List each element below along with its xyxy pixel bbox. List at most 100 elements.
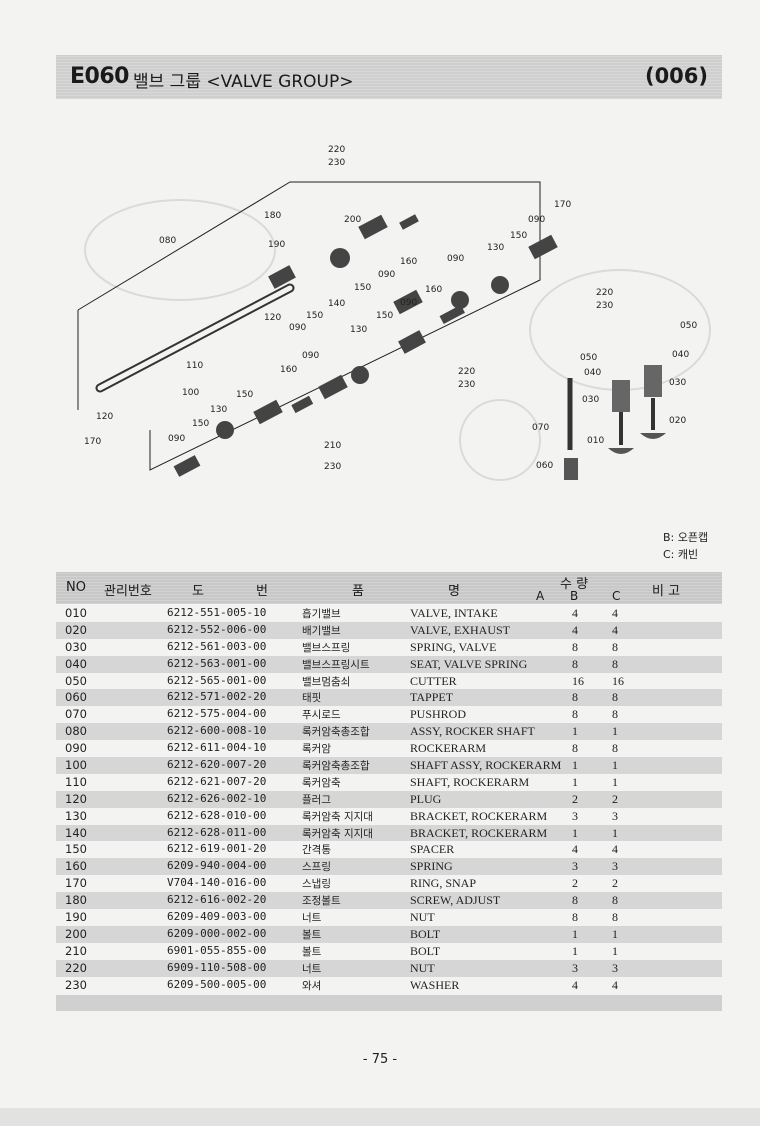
row-english-name: PUSHROD <box>410 707 467 722</box>
section-code: E060 <box>70 64 129 89</box>
svg-text:090: 090 <box>289 323 306 333</box>
upper-rocker-row <box>268 214 558 325</box>
row-part-number: 6212-565-001-00 <box>167 673 267 687</box>
row-korean-name: 간격통 <box>302 844 331 857</box>
row-qty-b: 1 <box>572 774 578 789</box>
svg-text:230: 230 <box>596 301 613 311</box>
row-english-name: VALVE, INTAKE <box>410 606 498 620</box>
row-english-name: BOLT <box>410 943 441 958</box>
row-qty-b: 1 <box>572 825 578 840</box>
row-part-number: 6212-628-010-00 <box>167 808 267 822</box>
svg-text:060: 060 <box>536 461 553 471</box>
row-qty-b: 8 <box>572 741 578 756</box>
row-qty-b: 8 <box>572 910 578 925</box>
row-qty-c: 1 <box>612 758 618 773</box>
row-qty-b: 4 <box>572 842 578 857</box>
row-qty-b: 4 <box>572 977 578 992</box>
row-part-number: 6209-409-003-00 <box>167 910 267 924</box>
row-qty-c: 8 <box>612 910 618 925</box>
row-part-number: 6212-628-011-00 <box>167 825 267 839</box>
row-english-name: NUT <box>410 910 435 925</box>
row-qty-b: 8 <box>572 656 578 671</box>
row-qty-c: 16 <box>612 673 624 688</box>
row-no: 200 <box>65 926 87 941</box>
svg-text:160: 160 <box>280 365 297 375</box>
row-qty-c: 4 <box>612 842 618 857</box>
row-part-number: 6212-620-007-20 <box>167 758 267 772</box>
rocker-shaft <box>95 283 295 393</box>
svg-text:160: 160 <box>400 257 417 267</box>
svg-text:090: 090 <box>447 254 464 264</box>
row-korean-name: 록커암축 지지대 <box>302 827 373 840</box>
row-qty-b: 2 <box>572 876 578 891</box>
svg-text:140: 140 <box>328 299 345 309</box>
svg-text:230: 230 <box>324 462 341 472</box>
col-qty-a: A <box>536 589 545 603</box>
svg-text:220: 220 <box>458 367 475 377</box>
svg-text:080: 080 <box>159 236 176 246</box>
row-no: 130 <box>65 808 87 823</box>
svg-text:120: 120 <box>96 412 113 422</box>
row-part-number: 6212-575-004-00 <box>167 707 267 721</box>
svg-text:230: 230 <box>328 158 345 168</box>
svg-text:130: 130 <box>487 243 504 253</box>
row-korean-name: 록커암축 지지대 <box>302 810 373 823</box>
row-english-name: SHAFT ASSY, ROCKERARM <box>410 758 562 773</box>
callout-labels: 220 230 180 200 190 080 170 090 160 150 … <box>84 145 697 472</box>
row-qty-c: 1 <box>612 774 618 789</box>
row-no: 040 <box>65 656 87 671</box>
row-english-name: SHAFT, ROCKERARM <box>410 774 530 789</box>
row-english-name: ASSY, ROCKER SHAFT <box>410 724 535 739</box>
svg-text:130: 130 <box>210 405 227 415</box>
row-no: 020 <box>65 622 87 637</box>
svg-text:150: 150 <box>192 419 209 429</box>
col-qty-b: B <box>570 589 579 603</box>
svg-text:030: 030 <box>669 378 686 388</box>
lower-rocker-row <box>173 330 426 477</box>
row-part-number: 6209-000-002-00 <box>167 926 267 940</box>
assembly-frame <box>77 181 541 471</box>
row-korean-name: 스냅링 <box>302 878 331 891</box>
svg-text:090: 090 <box>302 351 319 361</box>
svg-text:050: 050 <box>580 353 597 363</box>
svg-text:090: 090 <box>168 434 185 444</box>
svg-text:040: 040 <box>584 368 601 378</box>
row-qty-c: 8 <box>612 690 618 705</box>
row-no: 180 <box>65 893 87 908</box>
row-english-name: NUT <box>410 960 435 975</box>
row-part-number: 6212-619-001-20 <box>167 842 267 856</box>
row-no: 140 <box>65 825 87 840</box>
col-note: 비 고 <box>652 584 681 599</box>
svg-text:020: 020 <box>669 416 686 426</box>
row-korean-name: 록커암축총조합 <box>302 726 370 739</box>
row-korean-name: 흡기밸브 <box>302 608 341 620</box>
row-korean-name: 밸브스프링시트 <box>302 658 370 671</box>
row-qty-c: 8 <box>612 741 618 756</box>
svg-text:090: 090 <box>528 215 545 225</box>
row-english-name: SCREW, ADJUST <box>410 893 501 908</box>
row-korean-name: 볼트 <box>302 945 322 958</box>
row-qty-c: 3 <box>612 808 618 823</box>
row-part-number: 6212-600-008-10 <box>167 724 267 738</box>
row-part-number: 6212-563-001-00 <box>167 656 267 670</box>
row-no: 210 <box>65 943 87 958</box>
row-korean-name: 와셔 <box>302 979 322 992</box>
row-english-name: VALVE, EXHAUST <box>410 622 511 637</box>
row-part-number: 6209-940-004-00 <box>167 859 267 873</box>
parts-table-header: NO 관리번호 도 번 품 명 수 량 A B C 비 고 <box>56 572 722 604</box>
table-footer-bar <box>56 995 722 1011</box>
row-english-name: ROCKERARM <box>410 741 487 756</box>
row-no: 220 <box>65 960 87 975</box>
svg-text:170: 170 <box>554 200 571 210</box>
row-no: 190 <box>65 910 87 925</box>
